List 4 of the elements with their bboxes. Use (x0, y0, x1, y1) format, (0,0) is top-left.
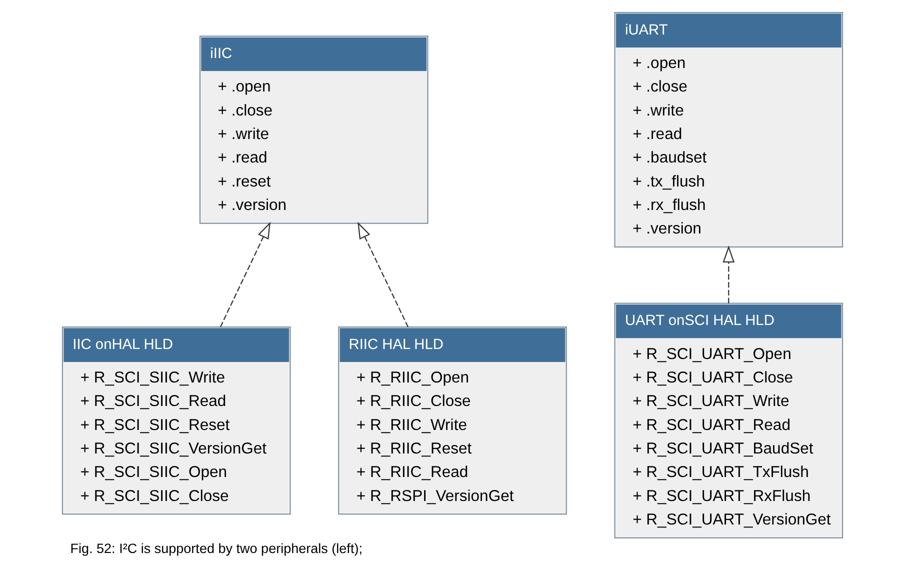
arrow (219, 222, 270, 328)
arrow (722, 246, 734, 304)
caption: Fig. 52: I²C is supported by two peripherals (left); (70, 541, 362, 556)
arrow (357, 222, 408, 328)
